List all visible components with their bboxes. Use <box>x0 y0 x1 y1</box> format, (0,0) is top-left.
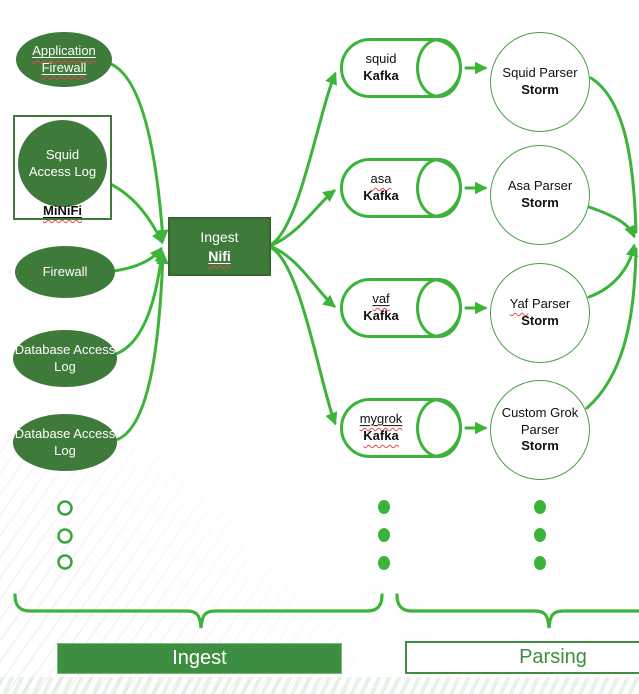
bottom-decorative-band <box>0 677 639 694</box>
kafka-topic-vaf: vaf Kafka <box>340 278 462 338</box>
arrow-firewall-to-nifi <box>112 247 163 273</box>
source-node-squid-access-log: Squid Access Log <box>18 120 107 207</box>
parser-node-custom-grok: Custom Grok Parser Storm <box>490 380 590 480</box>
arrow-nifi-to-vaf <box>270 245 336 308</box>
source-label: Database Access Log <box>14 426 116 458</box>
source-node-application-firewall: Application Firewall <box>16 32 112 87</box>
source-label: Firewall <box>42 263 88 279</box>
parser-node-squid: Squid Parser Storm <box>490 32 590 132</box>
parser-tech: Storm <box>521 438 559 454</box>
kafka-topic-mygrok: mygrok Kafka <box>340 398 462 458</box>
parser-name: Custom Grok Parser <box>501 404 579 437</box>
topic-tech: Kafka <box>363 68 399 83</box>
topic-tech: Kafka <box>363 188 399 203</box>
source-label: Squid Access Log <box>28 147 97 179</box>
sources-more-dots <box>57 500 73 570</box>
parser-node-asa: Asa Parser Storm <box>490 145 590 245</box>
parser-name: Yaf Parser <box>509 296 571 312</box>
arrow-db1-to-nifi <box>114 249 168 356</box>
parsing-brace <box>395 593 639 629</box>
arrow-parser3-out <box>587 243 639 299</box>
source-label: Database Access Log <box>14 342 116 374</box>
ingest-node-title: Ingest <box>200 229 239 246</box>
ingest-nifi-node: Ingest Nifi <box>168 217 271 276</box>
parsers-more-dots <box>534 500 546 570</box>
arrow-nifi-to-squid <box>270 71 337 246</box>
topic-name: squid <box>365 51 397 67</box>
cylinder-cap <box>416 278 462 338</box>
arrow-db2-to-nifi <box>114 251 169 442</box>
arrow-parser1-out <box>589 76 638 234</box>
stage-label-parsing: Parsing <box>405 641 639 674</box>
kafka-topic-asa: asa Kafka <box>340 158 462 218</box>
stage-label-ingest: Ingest <box>57 643 342 674</box>
ingest-node-tech: Nifi <box>208 247 231 264</box>
source-node-firewall: Firewall <box>15 246 115 298</box>
source-node-database-access-log-2: Database Access Log <box>13 414 117 471</box>
minifi-container: Squid Access Log MiNiFi <box>13 115 112 220</box>
source-label: Application Firewall <box>32 43 96 75</box>
arrow-nifi-to-asa <box>270 189 337 247</box>
source-node-database-access-log-1: Database Access Log <box>13 330 117 387</box>
arrow-minifi-to-nifi <box>104 180 164 245</box>
cylinder-cap <box>416 398 462 458</box>
parser-node-yaf: Yaf Parser Storm <box>490 263 590 363</box>
parser-name: Squid Parser <box>502 65 578 81</box>
arrow-nifi-to-mygrok <box>270 246 338 426</box>
kafka-topic-squid: squid Kafka <box>340 38 462 98</box>
topic-name: mygrok <box>359 411 403 427</box>
parser-tech: Storm <box>521 313 559 328</box>
topic-tech: Kafka <box>363 308 399 323</box>
parser-tech: Storm <box>521 195 559 210</box>
parser-tech: Storm <box>521 82 559 97</box>
topic-name: vaf <box>372 291 390 307</box>
topic-tech: Kafka <box>363 428 399 443</box>
topics-more-dots <box>378 500 390 570</box>
topic-name: asa <box>370 171 392 187</box>
arrow-appfw-to-nifi <box>109 62 169 243</box>
cylinder-cap <box>416 158 462 218</box>
arrow-parser4-out <box>585 247 638 410</box>
arrow-parser2-out <box>587 205 636 239</box>
parser-name: Asa Parser <box>507 178 573 194</box>
cylinder-cap <box>416 38 462 98</box>
ingest-brace <box>13 593 384 629</box>
minifi-agent-label: MiNiFi <box>43 203 82 218</box>
